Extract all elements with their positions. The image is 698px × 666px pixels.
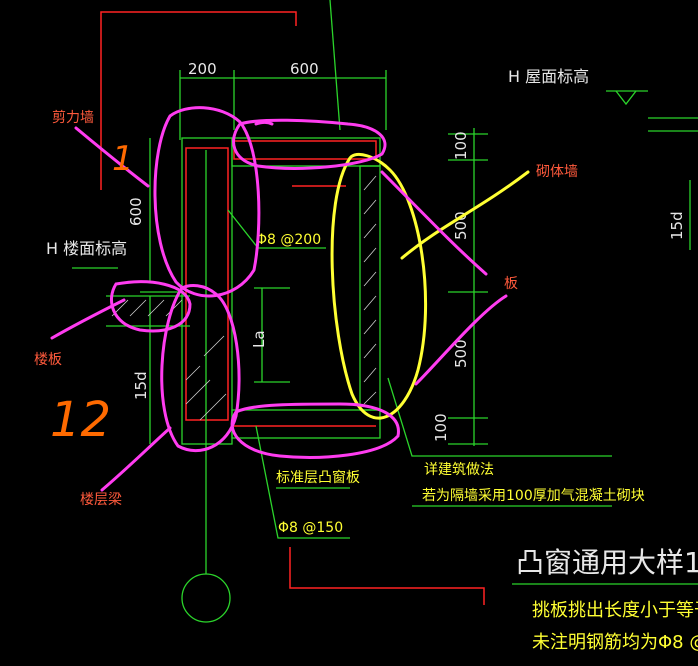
floor-elevation-label: H 楼面标高	[46, 239, 127, 258]
rebar-bottom-label: Φ8 @150	[278, 520, 343, 536]
shear-wall-note: 剪力墙	[52, 110, 94, 126]
bottom-slab-outline	[231, 409, 381, 439]
magenta-annotations	[50, 106, 508, 492]
dim-600-vertical: 600	[127, 197, 145, 226]
brick-note-b: 若为隔墙采用100厚加气混凝土砌块	[422, 488, 645, 504]
handwritten-1: 1	[112, 139, 134, 179]
note-line-1: 挑板挑出长度小于等于60	[532, 600, 698, 621]
green-structure	[72, 0, 698, 623]
brick-note-a: 详建筑做法	[424, 462, 494, 478]
roof-elevation-label: H 屋面标高	[508, 67, 589, 86]
std-slab-label: 标准层凸窗板	[276, 469, 360, 486]
magenta-shear-wall-leader	[74, 126, 150, 188]
magenta-top-slab-loop	[232, 118, 387, 170]
handwritten-numbers: 1 12	[50, 139, 134, 448]
note-line-2: 未注明钢筋均为Φ8 @20	[532, 632, 698, 653]
red-rebar-left	[185, 147, 229, 421]
slab-note: 板	[504, 276, 518, 292]
magenta-board-leader	[414, 294, 508, 386]
dim-200: 200	[188, 60, 217, 78]
dim-la: La	[250, 330, 268, 348]
dim-15d-right: 15d	[668, 211, 686, 240]
title-label: 凸窗通用大样1	[516, 546, 698, 579]
yellow-leader	[400, 170, 530, 260]
handwritten-12: 12	[50, 392, 111, 448]
magenta-lower-wall-loop	[160, 284, 241, 452]
yellow-oval	[330, 153, 428, 420]
masonry-wall-note: 砌体墙	[536, 164, 578, 180]
brick-note-leader	[387, 377, 612, 457]
magenta-slab-leader	[380, 170, 488, 276]
drawing-texts: H 屋面标高 H 楼面标高 凸窗通用大样1 Φ8 @200 Φ8 @150 标准…	[46, 67, 698, 653]
magenta-wall-diagonal	[254, 121, 274, 126]
axis-circle	[181, 573, 231, 623]
magenta-bottom-slab-loop	[230, 402, 400, 459]
red-bottom-leader	[289, 547, 485, 605]
roof-elev-triangle	[615, 90, 637, 106]
hatching	[111, 175, 377, 421]
magenta-shear-wall-loop	[153, 106, 261, 298]
top-leader-green	[329, 0, 341, 131]
dim-600: 600	[290, 60, 319, 78]
rebar-bottom-leader	[255, 425, 350, 539]
magenta-floor-slab-leader	[50, 298, 126, 340]
dim-500-b: 500	[452, 339, 470, 368]
magenta-floor-slab-loop	[110, 280, 192, 333]
floor-slab-note: 楼板	[34, 352, 62, 368]
red-top-leader	[100, 11, 297, 190]
rebar-top-label: Φ8 @200	[256, 232, 321, 248]
floor-beam-note: 楼层梁	[80, 492, 122, 508]
masonry-outline	[359, 165, 381, 411]
yellow-annotations	[330, 153, 530, 420]
dimension-texts: 200 600 600 100 500 500 100 15d 15d La	[127, 60, 686, 442]
dim-100-top: 100	[452, 131, 470, 160]
dim-15d-left: 15d	[132, 371, 150, 400]
magenta-beam-leader	[100, 426, 172, 492]
dim-100-bottom: 100	[432, 413, 450, 442]
annotation-texts: 剪力墙 砌体墙 板 楼板 楼层梁	[34, 110, 578, 508]
